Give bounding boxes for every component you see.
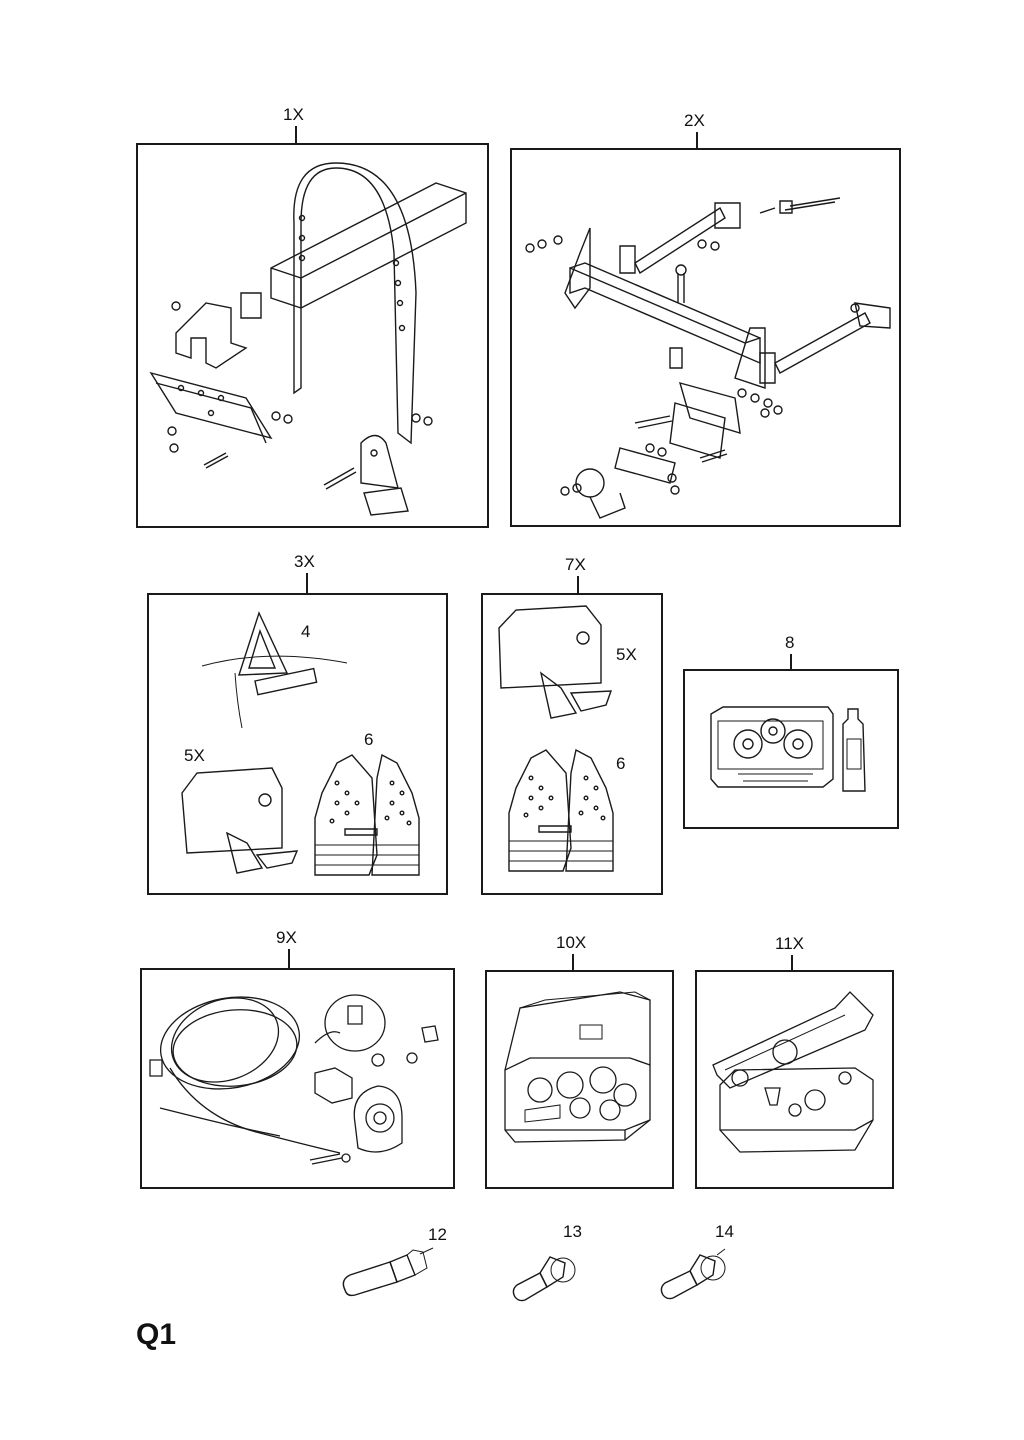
panel-3-callout-warning-triangle: 4 [301, 622, 311, 641]
panel-10-leader [572, 954, 574, 971]
panel-8-label: 8 [785, 633, 795, 652]
bulb-12-label: 12 [428, 1225, 447, 1244]
bulb-13-label: 13 [563, 1222, 582, 1241]
panel-11-label: 11X [775, 934, 804, 953]
bulb-kit-case-illustration [695, 970, 894, 1189]
panel-9-leader [288, 949, 290, 969]
panel-9-label: 9X [276, 928, 297, 947]
panel-1-frame [136, 143, 489, 528]
panel-7-callout-vest: 6 [616, 754, 626, 773]
panel-8-leader [790, 654, 792, 670]
panel-1-label: 1X [283, 105, 304, 124]
panel-7-label: 7X [565, 555, 586, 574]
panel-9-frame [140, 968, 455, 1189]
panel-3-callout-vest: 6 [364, 730, 374, 749]
panel-11-frame [695, 970, 894, 1189]
panel-3-frame [147, 593, 448, 895]
panel-7-leader [577, 576, 579, 594]
bulb-13-illustration [505, 1245, 585, 1305]
bulb-14-label: 14 [715, 1222, 734, 1241]
trailer-wiring-kit-illustration [140, 968, 455, 1189]
panel-3-callout-kit-bag: 5X [184, 746, 205, 765]
panel-1-leader [295, 126, 297, 144]
safety-kit-illustration [147, 593, 448, 895]
panel-2-label: 2X [684, 111, 705, 130]
bulb-14-illustration [655, 1245, 735, 1305]
panel-3-leader [306, 573, 308, 594]
towbar-bracket-kit-illustration [136, 143, 489, 528]
first-aid-case-illustration [683, 669, 899, 829]
safety-kit-bag-illustration [481, 593, 663, 895]
bulb-12-illustration [335, 1240, 435, 1305]
panel-7-callout-kit-bag: 5X [616, 645, 637, 664]
panel-10-label: 10X [556, 933, 587, 952]
panel-8-frame [683, 669, 899, 829]
panel-2-frame [510, 148, 901, 527]
panel-3-label: 3X [294, 552, 315, 571]
panel-11-leader [791, 955, 793, 971]
panel-10-frame [485, 970, 674, 1189]
panel-7-frame [481, 593, 663, 895]
panel-2-leader [696, 132, 698, 149]
towbar-assembly-illustration [510, 148, 901, 527]
sheet-code: Q1 [136, 1318, 177, 1351]
bulb-kit-box-illustration [485, 970, 674, 1189]
